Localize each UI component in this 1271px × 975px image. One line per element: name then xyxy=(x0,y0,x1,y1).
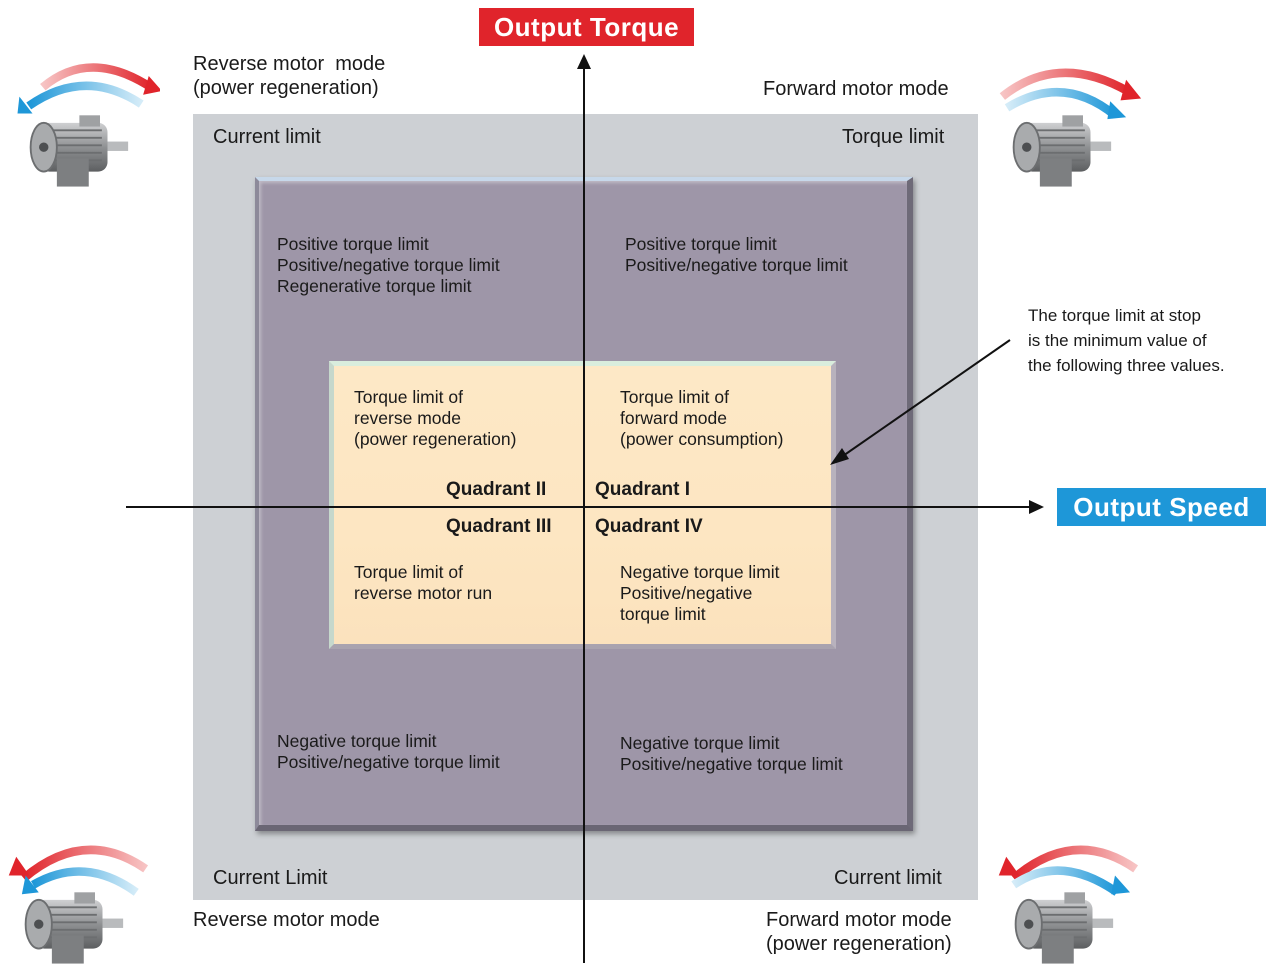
torque-axis-arrow-icon xyxy=(577,54,591,69)
output-speed-label: Output Speed xyxy=(1057,488,1266,526)
forward-motor-bottom-right-icon xyxy=(998,845,1139,965)
middle-bottom-right-text: Negative torque limit Positive/negative … xyxy=(620,733,843,775)
inner-bottom-left-text: Torque limit of reverse motor run xyxy=(354,562,492,604)
outer-top-left-label: Current limit xyxy=(213,126,321,148)
mode-top-left: Reverse motor mode (power regeneration) xyxy=(193,52,385,100)
stop-limit-note-line1: The torque limit at stop xyxy=(1028,306,1201,325)
middle-bottom-left-text: Negative torque limit Positive/negative … xyxy=(277,731,500,773)
inner-bottom-right-line3: torque limit xyxy=(620,604,706,624)
stop-limit-note: The torque limit at stop is the minimum … xyxy=(1028,303,1225,378)
torque-axis xyxy=(583,68,585,963)
inner-top-right-text: Torque limit of forward mode (power cons… xyxy=(620,387,783,450)
middle-top-right-line2: Positive/negative torque limit xyxy=(625,255,848,275)
quadrant-3-label: Quadrant III xyxy=(446,516,552,537)
inner-top-left-line3: (power regeneration) xyxy=(354,429,517,449)
mode-top-right: Forward motor mode xyxy=(763,78,949,100)
middle-top-left-line2: Positive/negative torque limit xyxy=(277,255,500,275)
middle-top-left-text: Positive torque limit Positive/negative … xyxy=(277,234,500,297)
reverse-motor-bottom-left-icon xyxy=(8,845,149,965)
middle-bottom-right-line1: Negative torque limit xyxy=(620,733,780,753)
inner-top-left-text: Torque limit of reverse mode (power rege… xyxy=(354,387,516,450)
middle-bottom-left-line2: Positive/negative torque limit xyxy=(277,752,500,772)
inner-top-left-line1: Torque limit of xyxy=(354,387,463,407)
middle-top-right-line1: Positive torque limit xyxy=(625,234,777,254)
mode-top-left-line1: Reverse motor mode xyxy=(193,53,386,75)
inner-bottom-left-line1: Torque limit of xyxy=(354,562,463,582)
mode-bottom-right-line2: (power regeneration) xyxy=(766,933,952,955)
quadrant-2-label: Quadrant II xyxy=(446,479,547,500)
middle-bottom-right-line2: Positive/negative torque limit xyxy=(620,754,843,774)
forward-motor-top-right-icon xyxy=(999,68,1142,188)
inner-top-left-line2: reverse mode xyxy=(354,408,461,428)
speed-axis-arrow-icon xyxy=(1029,500,1044,514)
quadrant-4-label: Quadrant IV xyxy=(595,516,703,537)
inner-top-right-line2: forward mode xyxy=(620,408,727,428)
outer-bottom-right-label: Current limit xyxy=(834,867,942,889)
inner-bottom-right-line2: Positive/negative xyxy=(620,583,753,603)
inner-bottom-right-line1: Negative torque limit xyxy=(620,562,780,582)
speed-axis xyxy=(126,506,1031,508)
stop-torque-limit-region xyxy=(329,361,836,649)
stop-limit-note-line2: is the minimum value of xyxy=(1028,331,1207,350)
note-pointer-arrow-icon xyxy=(830,339,1011,465)
middle-top-left-line1: Positive torque limit xyxy=(277,234,429,254)
inner-bottom-right-text: Negative torque limit Positive/negative … xyxy=(620,562,780,625)
middle-top-left-line3: Regenerative torque limit xyxy=(277,276,472,296)
mode-bottom-right-line1: Forward motor mode xyxy=(766,909,952,931)
quadrant-1-label: Quadrant I xyxy=(595,479,691,500)
middle-bottom-left-line1: Negative torque limit xyxy=(277,731,437,751)
mode-bottom-left: Reverse motor mode xyxy=(193,909,380,931)
mode-top-left-line2: (power regeneration) xyxy=(193,77,379,99)
inner-top-right-line3: (power consumption) xyxy=(620,429,784,449)
outer-bottom-left-label: Current Limit xyxy=(213,867,328,889)
output-torque-label: Output Torque xyxy=(479,8,694,46)
mode-bottom-right: Forward motor mode (power regeneration) xyxy=(766,908,952,956)
inner-top-right-line1: Torque limit of xyxy=(620,387,729,407)
reverse-motor-top-left-icon xyxy=(17,63,160,188)
stop-limit-note-line3: the following three values. xyxy=(1028,356,1225,375)
middle-top-right-text: Positive torque limit Positive/negative … xyxy=(625,234,848,276)
inner-bottom-left-line2: reverse motor run xyxy=(354,583,493,603)
outer-top-right-label: Torque limit xyxy=(842,126,945,148)
